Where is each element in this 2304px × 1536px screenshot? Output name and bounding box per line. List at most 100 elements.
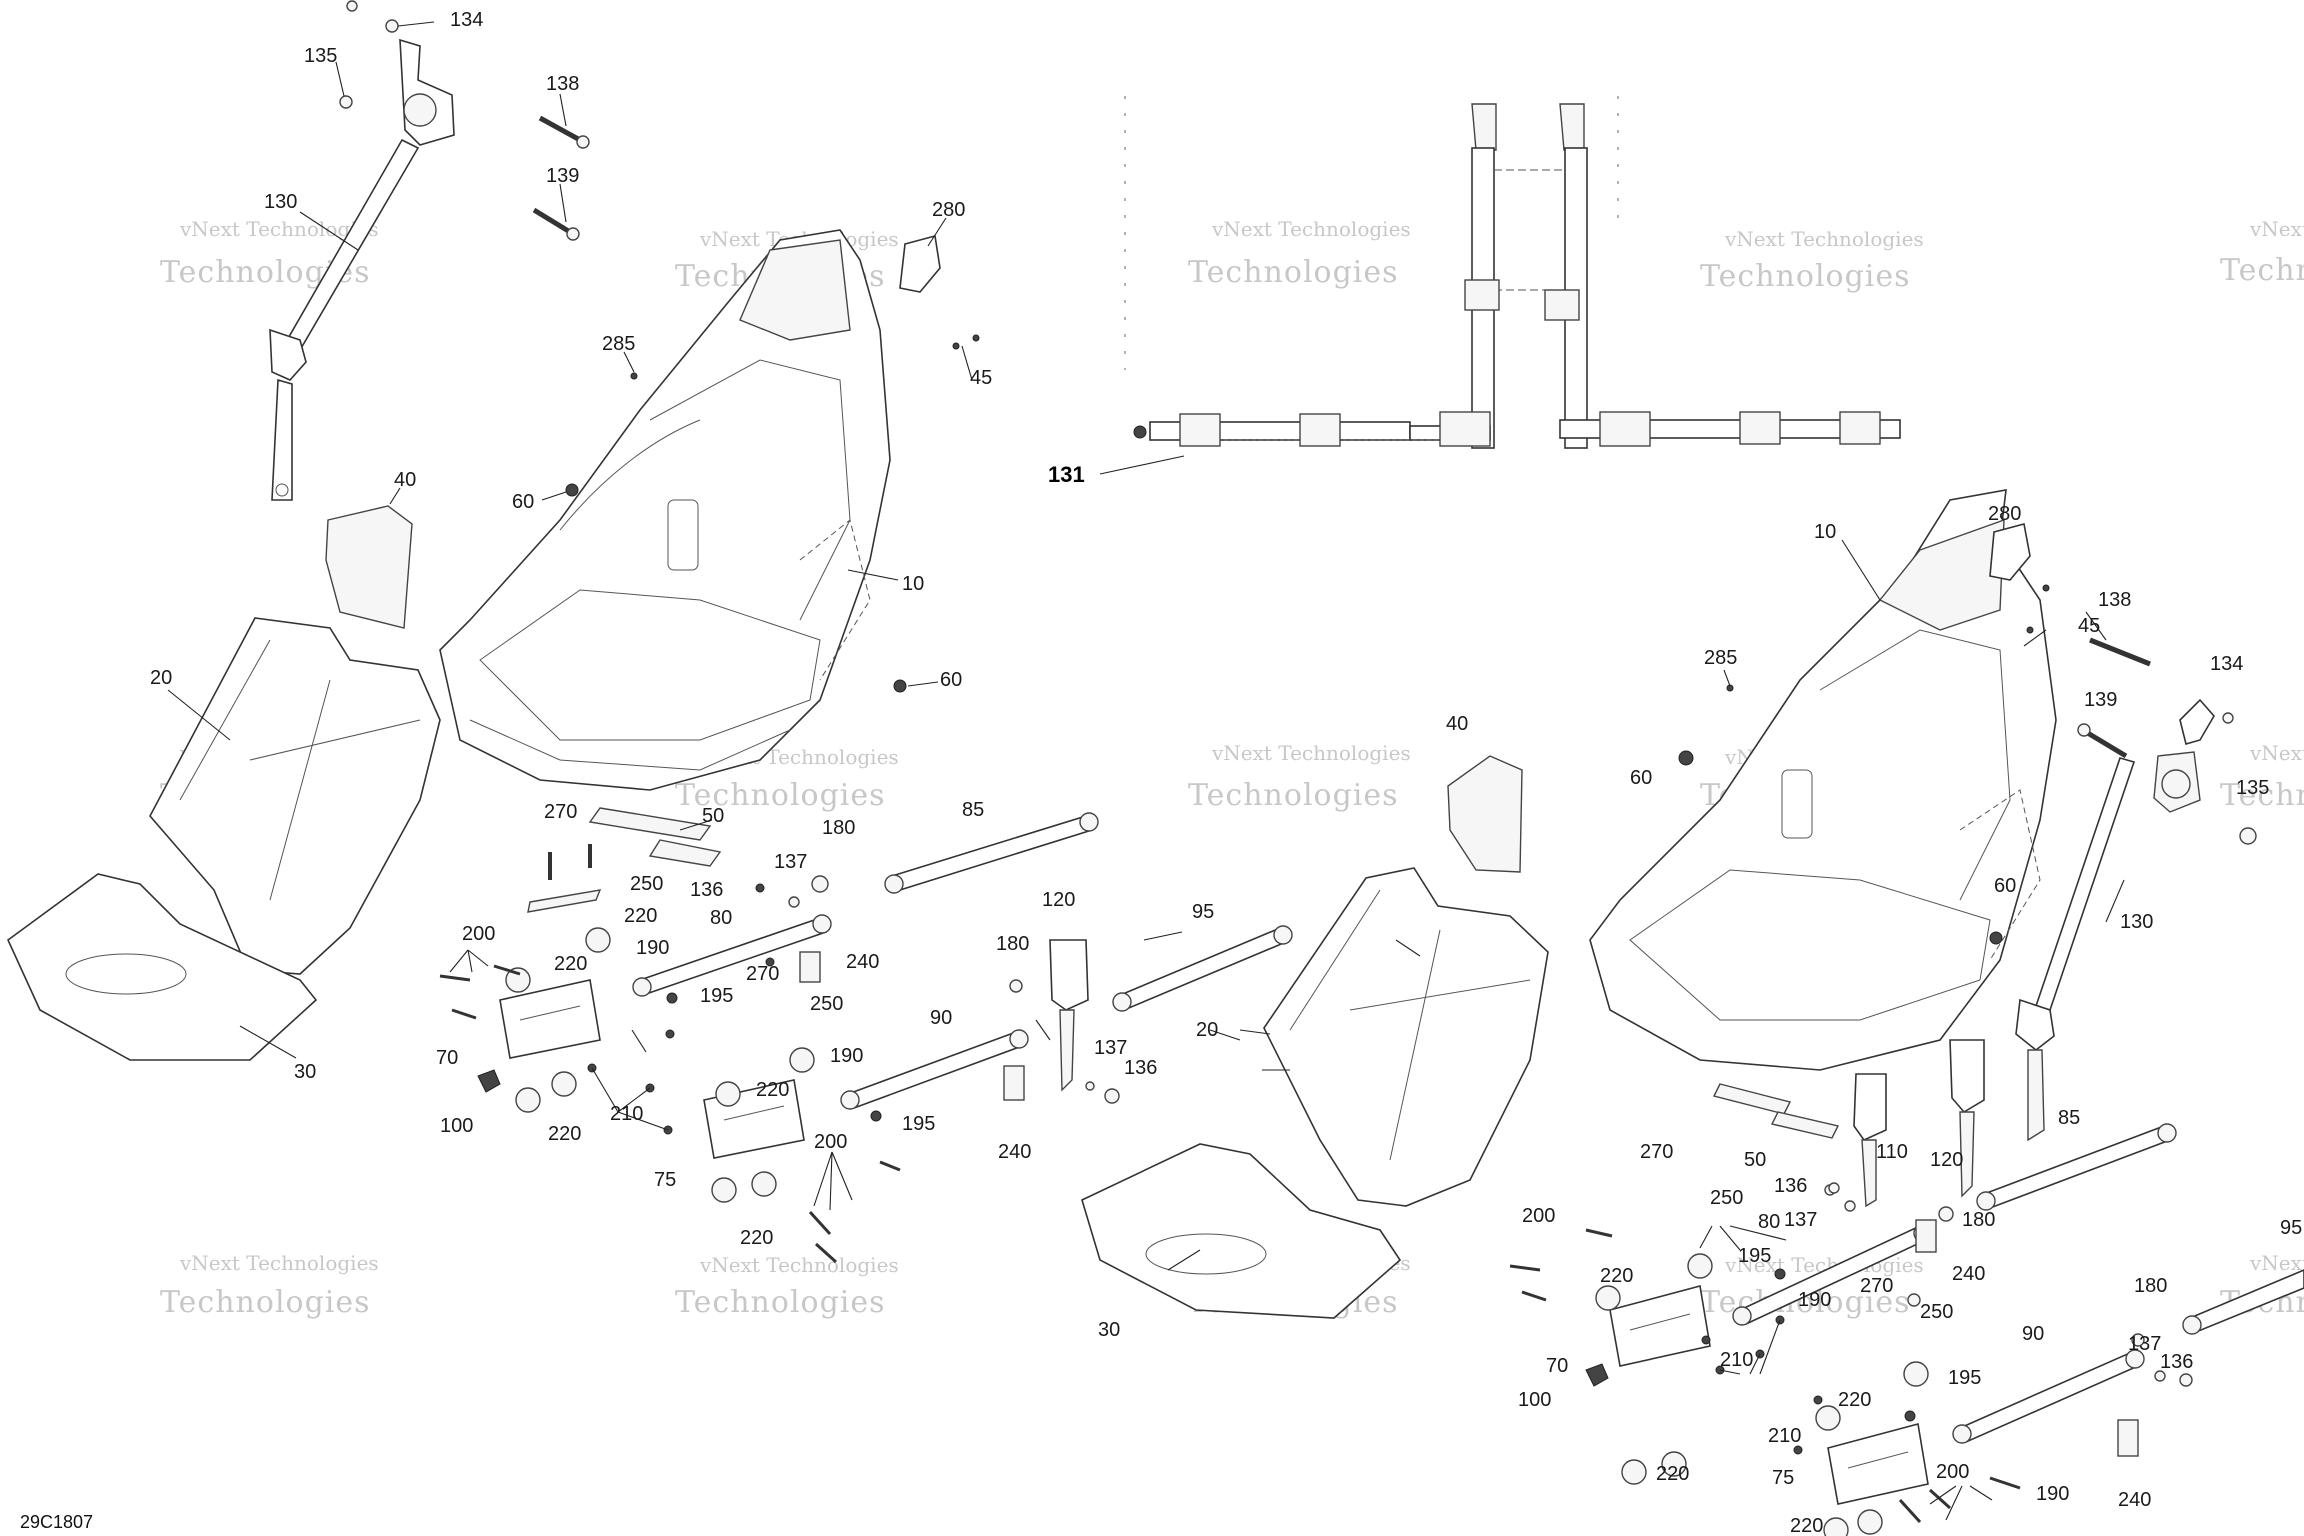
callout: 20: [1196, 1019, 1218, 1041]
callout: 220: [1838, 1389, 1871, 1411]
callout: 250: [1920, 1301, 1953, 1323]
callout: 40: [1446, 713, 1468, 735]
callout: 130: [2120, 911, 2153, 933]
tube-85-left: [884, 812, 1099, 894]
svg-text:Technologies: Technologies: [1700, 259, 1911, 294]
buckle-120-right: [1949, 1039, 1985, 1198]
buckle-120-left: [1049, 939, 1089, 1092]
nut-60-left-a: [565, 483, 579, 497]
cushion-30-right-seam: [1145, 1233, 1267, 1275]
spacer-240-left-b: [1003, 1065, 1025, 1101]
callout: 190: [636, 937, 669, 959]
callout: 60: [940, 669, 962, 691]
callout: 220: [624, 905, 657, 927]
callout: 137: [774, 851, 807, 873]
callout: 220: [1656, 1463, 1689, 1485]
callout: 50: [702, 805, 724, 827]
rollers-220-left: [505, 927, 815, 1203]
callout-labels: 134 135 138 139 130 280 45 285 40 60 10 …: [150, 9, 2302, 1536]
nuts-small-right: [1701, 1182, 2193, 1455]
svg-text:Technologies: Technologies: [160, 1285, 371, 1320]
bolts-270-left: [548, 844, 592, 880]
callout: 250: [1710, 1187, 1743, 1209]
callout: 60: [1994, 875, 2016, 897]
callout: 270: [1860, 1275, 1893, 1297]
tube-90-right: [1952, 1349, 2145, 1444]
callout: 250: [630, 873, 663, 895]
callout: 70: [436, 1047, 458, 1069]
callout: 136: [1124, 1057, 1157, 1079]
callout: 195: [700, 985, 733, 1007]
callout: 280: [1988, 503, 2021, 525]
callout: 50: [1744, 1149, 1766, 1171]
svg-text:Technologies: Technologies: [1188, 778, 1399, 813]
tube-80-left: [632, 914, 832, 997]
svg-text:vNext Technologies: vNext Technologies: [1211, 217, 1411, 241]
callout: 136: [690, 879, 723, 901]
callout: 270: [1640, 1141, 1673, 1163]
callout: 134: [450, 9, 483, 31]
nut-135-right: [2239, 827, 2257, 845]
screw-45-left: [952, 334, 980, 350]
callout: 250: [810, 993, 843, 1015]
callout: 136: [1774, 1175, 1807, 1197]
callout: 200: [462, 923, 495, 945]
slider-70-left: [499, 979, 601, 1059]
callout: 95: [1192, 901, 1214, 923]
callout: 120: [1930, 1149, 1963, 1171]
pad-40-left: [325, 505, 413, 629]
callout: 240: [2118, 1489, 2151, 1511]
tube-95-left: [1112, 925, 1293, 1012]
spacer-240-left-a: [799, 951, 821, 983]
callout: 135: [2236, 777, 2269, 799]
callout: 95: [2280, 1217, 2302, 1239]
svg-text:vNext Technologies: vNext Technologies: [2249, 1251, 2304, 1275]
callout: 200: [814, 1131, 847, 1153]
callout: 180: [1962, 1209, 1995, 1231]
nut-60-right-a: [1678, 750, 1694, 766]
plate-250-left-a: [527, 889, 602, 913]
callout: 195: [902, 1113, 935, 1135]
callout: 136: [2160, 1351, 2193, 1373]
callout: 137: [1094, 1037, 1127, 1059]
seat-belt-130-left: [269, 38, 455, 501]
bolt-138: [538, 115, 590, 149]
callout: 195: [1948, 1367, 1981, 1389]
callout: 45: [970, 367, 992, 389]
svg-text:vNext Technologies: vNext Technologies: [699, 1253, 899, 1277]
callout: 137: [2128, 1333, 2161, 1355]
callout: 75: [654, 1169, 676, 1191]
callout: 280: [932, 199, 965, 221]
callout: 131: [1048, 462, 1085, 487]
callout: 240: [846, 951, 879, 973]
svg-text:Technologies: Technologies: [1188, 255, 1399, 290]
callout: 195: [1738, 1245, 1771, 1267]
callout: 190: [2036, 1483, 2069, 1505]
callout: 80: [710, 907, 732, 929]
callout: 10: [1814, 521, 1836, 543]
leader-131: [1099, 455, 1185, 475]
svg-text:vNext Technologies: vNext Technologies: [1724, 227, 1924, 251]
callout: 240: [1952, 1263, 1985, 1285]
slider-70-right: [1609, 1285, 1711, 1367]
nut-134: [385, 19, 399, 33]
callout: 100: [440, 1115, 473, 1137]
callout: 210: [1768, 1425, 1801, 1447]
callout: 200: [1936, 1461, 1969, 1483]
tube-90-left: [840, 1029, 1029, 1110]
screw-45-right: [2026, 584, 2050, 634]
callout: 220: [740, 1227, 773, 1249]
callout: 220: [756, 1079, 789, 1101]
callout: 100: [1518, 1389, 1551, 1411]
callout: 70: [1546, 1355, 1568, 1377]
callout: 138: [2098, 589, 2131, 611]
callout: 180: [2134, 1275, 2167, 1297]
callout: 180: [822, 817, 855, 839]
svg-text:Technologies: Technologies: [675, 1285, 886, 1320]
callout: 85: [2058, 1107, 2080, 1129]
plates-50-right: [1712, 1083, 1840, 1139]
svg-text:Technologies: Technologies: [2220, 253, 2304, 288]
